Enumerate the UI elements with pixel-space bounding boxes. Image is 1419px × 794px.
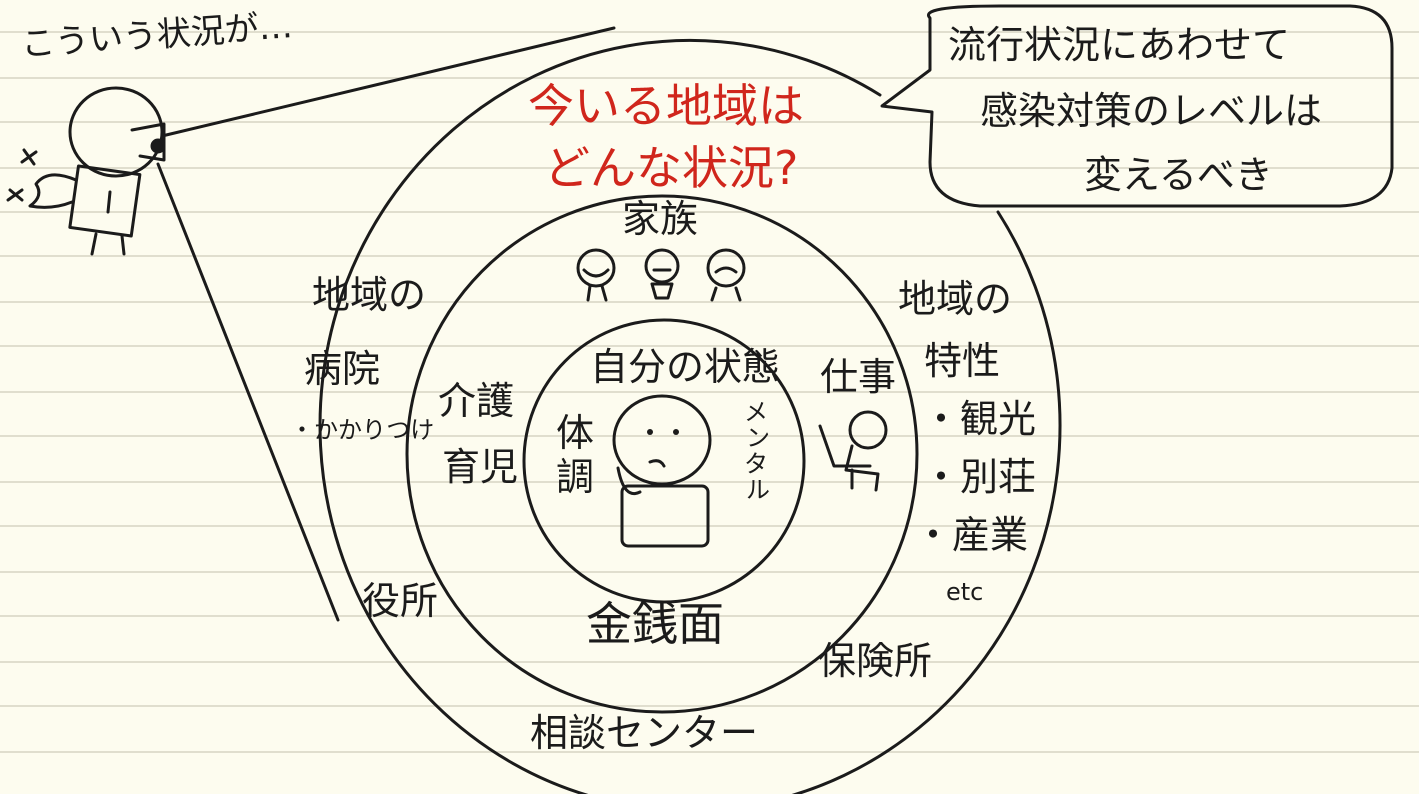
outer-right-label-1: 地域の — [898, 277, 1012, 321]
inner-circle — [522, 318, 806, 604]
outer-left-label-3: ・かかりつけ — [290, 416, 434, 444]
middle-top-label: 家族 — [622, 197, 698, 241]
outer-bottom-right-label: 保険所 — [818, 639, 932, 683]
speech-line-1: 流行状況にあわせて — [948, 23, 1290, 67]
inner-right-label-2: ン — [746, 424, 770, 452]
question-line-2: どんな状況? — [544, 141, 798, 195]
inner-right-label-4: ル — [746, 476, 770, 504]
speech-bubble-text: 流行状況にあわせて 感染対策のレベルは 変えるべき — [948, 23, 1322, 197]
self-figure-icon — [612, 394, 712, 548]
middle-left-label-2: 育児 — [442, 445, 518, 489]
outer-right-label-4: ・別荘 — [922, 455, 1036, 499]
middle-circle — [405, 194, 919, 714]
family-faces-icon — [576, 248, 746, 302]
observer-caption: こういう状況が… — [20, 6, 294, 65]
outer-left-label-1: 地域の — [312, 273, 426, 317]
speech-line-2: 感染対策のレベルは — [980, 89, 1322, 133]
view-line-upper — [160, 26, 616, 138]
worker-laptop-icon — [818, 410, 888, 492]
outer-circle — [318, 38, 1062, 794]
ruled-lines — [0, 31, 1419, 753]
middle-right-label: 仕事 — [820, 355, 896, 399]
inner-top-label: 自分の状態 — [590, 345, 780, 389]
outer-right-label-6: etc — [946, 578, 983, 606]
outer-left-label-2: 病院 — [304, 347, 380, 391]
inner-right-label-1: メ — [744, 398, 768, 426]
outer-right-label-3: ・観光 — [922, 397, 1036, 441]
outer-bottom-label: 相談センター — [530, 711, 758, 755]
view-line-lower — [156, 162, 340, 622]
inner-left-label-1: 体 — [556, 411, 594, 455]
question-line-1: 今いる地域は — [528, 79, 804, 133]
middle-left-label-1: 介護 — [438, 379, 514, 423]
outer-right-label-5: ・産業 — [914, 513, 1028, 557]
observer-angel-icon — [6, 86, 166, 256]
outer-bottom-left-label: 役所 — [362, 579, 438, 623]
inner-left-label-2: 調 — [556, 455, 594, 499]
middle-bottom-label: 金銭面 — [586, 597, 724, 651]
speech-bubble — [880, 4, 1394, 208]
outer-right-label-2: 特性 — [924, 339, 1000, 383]
inner-right-label-3: タ — [744, 450, 768, 478]
speech-line-3: 変えるべき — [1084, 153, 1273, 197]
